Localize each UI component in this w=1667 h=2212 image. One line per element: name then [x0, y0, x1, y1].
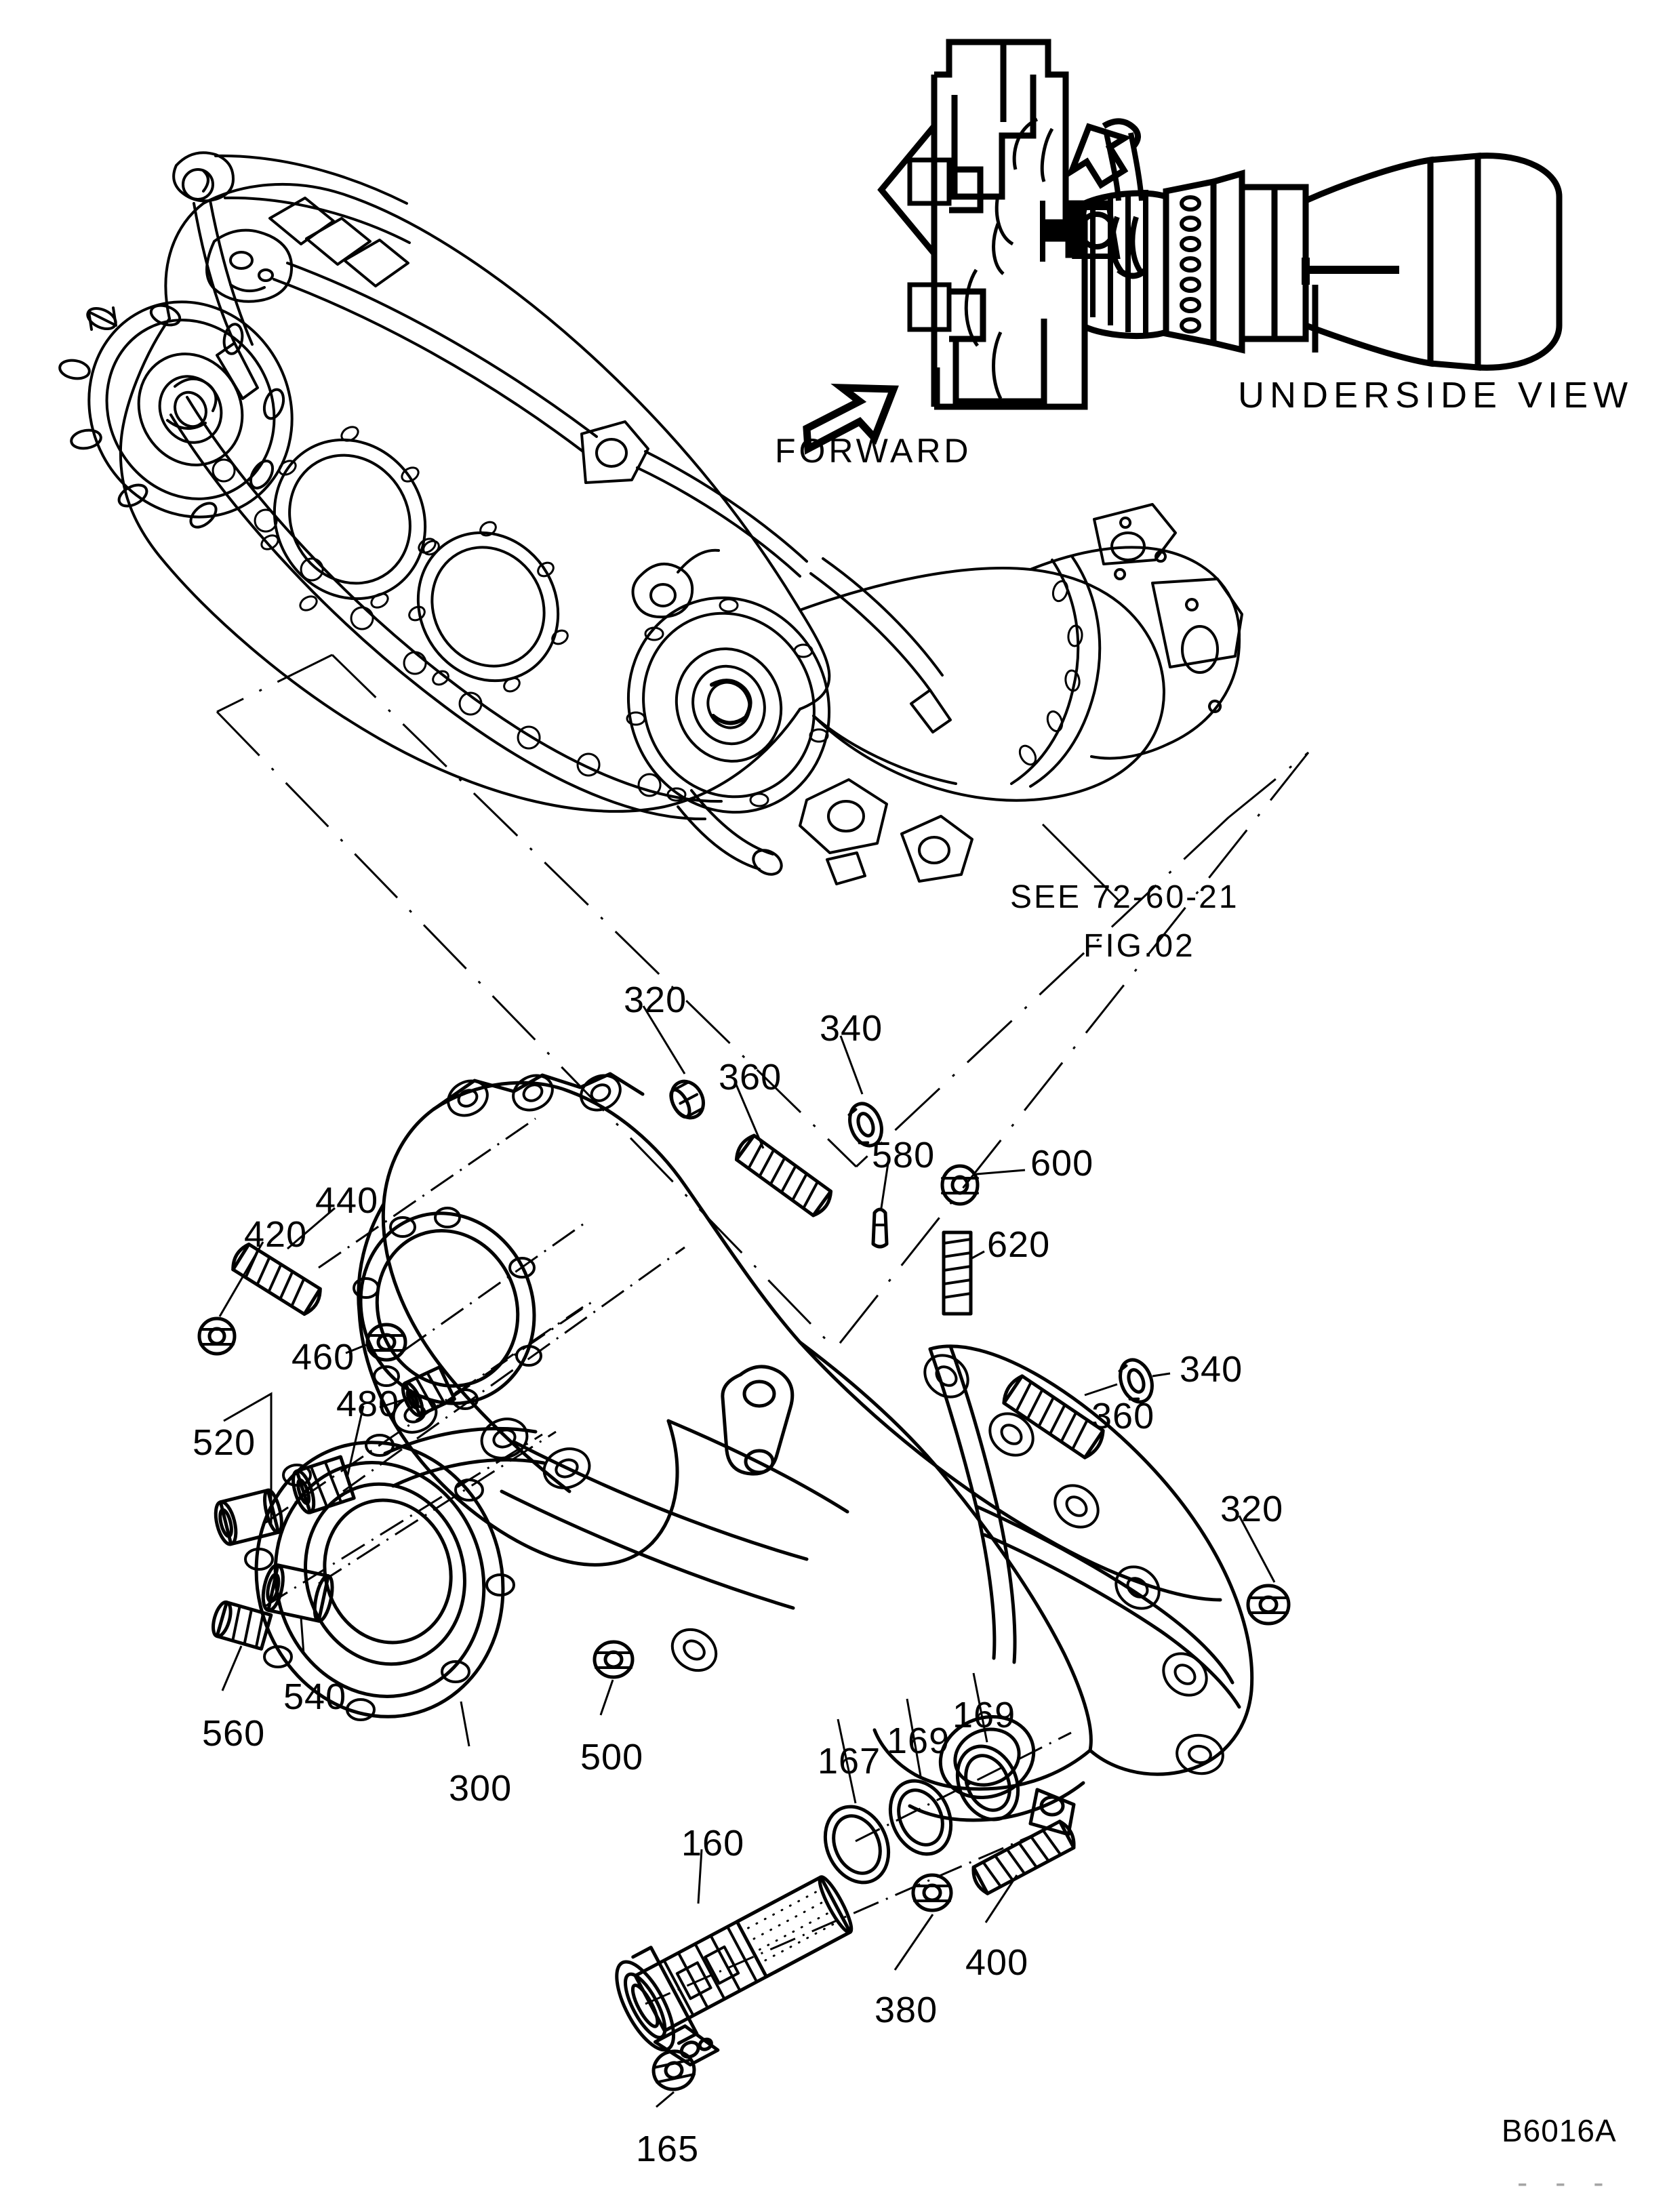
- callout-420: 420: [244, 1214, 308, 1255]
- detail-region-phantom-outline: [216, 653, 1310, 1350]
- callout-540: 540: [283, 1676, 347, 1717]
- reference-note-line1: SEE 72-60-21: [1010, 879, 1239, 915]
- callout-169: 169: [887, 1721, 950, 1761]
- callout-340: 340: [1180, 1349, 1243, 1390]
- callout-600: 600: [1030, 1143, 1094, 1184]
- callout-leader-lines: [218, 1005, 1276, 2108]
- callout-340: 340: [820, 1008, 883, 1049]
- callout-360: 360: [719, 1057, 782, 1098]
- drawing-footer-faint: - - -: [1517, 2165, 1613, 2200]
- reference-note-leader: [1041, 823, 1120, 902]
- callout-169: 169: [952, 1695, 1016, 1735]
- callout-480: 480: [336, 1384, 400, 1424]
- gearbox-housing-exploded: [244, 1072, 1254, 1836]
- reference-note-line2: FIG.02: [1083, 928, 1195, 964]
- callout-520: 520: [193, 1422, 256, 1463]
- callout-360: 360: [1091, 1396, 1155, 1436]
- callout-300: 300: [449, 1768, 513, 1809]
- callout-460: 460: [292, 1337, 355, 1378]
- callout-620: 620: [987, 1224, 1051, 1265]
- callout-580: 580: [872, 1135, 936, 1175]
- callout-380: 380: [875, 1990, 938, 2030]
- callout-160: 160: [681, 1823, 745, 1864]
- exploded-hardware: [197, 1079, 1291, 2091]
- forward-label: FORWARD: [775, 432, 972, 470]
- callout-165: 165: [636, 2129, 700, 2169]
- callout-167: 167: [818, 1741, 881, 1782]
- drawing-number: B6016A: [1502, 2113, 1617, 2148]
- callout-560: 560: [202, 1713, 266, 1754]
- forward-arrow-icon: [803, 384, 899, 455]
- callout-500: 500: [580, 1737, 644, 1777]
- engine-cross-section: [877, 39, 1563, 410]
- accessory-gearbox-assembly-isometric: [58, 151, 1243, 885]
- callout-440: 440: [315, 1180, 379, 1221]
- callout-400: 400: [965, 1942, 1029, 1983]
- underside-view-label: UNDERSIDE VIEW: [1238, 375, 1634, 416]
- callout-320: 320: [624, 980, 687, 1020]
- callout-320: 320: [1220, 1489, 1284, 1529]
